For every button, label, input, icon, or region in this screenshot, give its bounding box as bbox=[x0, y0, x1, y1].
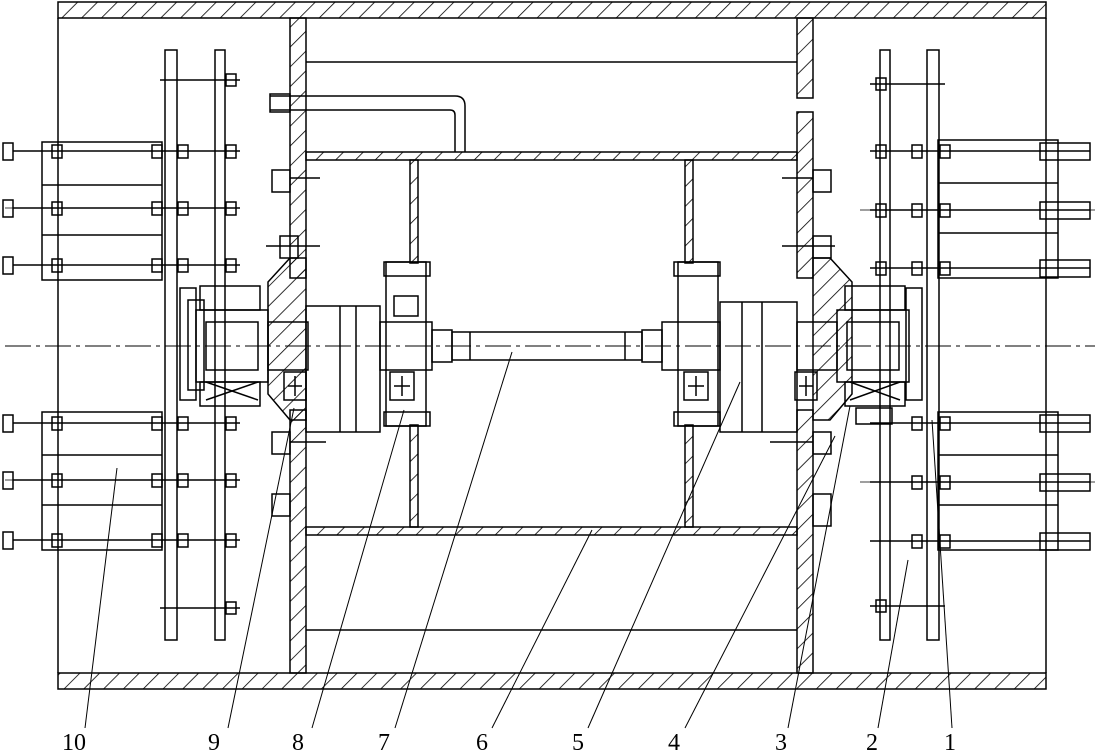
bolt bbox=[870, 259, 1091, 278]
part-number-labels: 10 9 8 7 6 5 4 3 2 1 bbox=[62, 730, 956, 753]
right-cylinder-top bbox=[937, 139, 1059, 279]
part-label-9: 9 bbox=[208, 730, 220, 753]
housing-frame bbox=[57, 1, 1047, 690]
part-label-5: 5 bbox=[572, 730, 584, 753]
left-cylinder-bottom bbox=[41, 411, 163, 551]
leader-7 bbox=[394, 351, 513, 729]
bolt bbox=[2, 531, 240, 550]
centre-lines bbox=[5, 207, 1095, 483]
bolt bbox=[2, 471, 240, 490]
leader-9 bbox=[227, 407, 295, 729]
bolt bbox=[2, 256, 240, 275]
right-wall bbox=[796, 17, 814, 674]
right-flange bbox=[812, 257, 853, 421]
leader-10 bbox=[84, 467, 118, 729]
right-gear-housing bbox=[836, 285, 910, 425]
bolt bbox=[870, 201, 1091, 220]
part-label-1: 1 bbox=[944, 730, 956, 753]
leader-3 bbox=[787, 405, 851, 729]
bolt bbox=[870, 532, 1091, 551]
pipe bbox=[269, 93, 466, 152]
right-cylinder-bottom bbox=[937, 411, 1059, 551]
bolt bbox=[2, 199, 240, 218]
right-bolts bbox=[870, 77, 1091, 613]
leader-5 bbox=[587, 381, 741, 729]
part-label-8: 8 bbox=[292, 730, 304, 753]
wall-bolts bbox=[266, 169, 835, 527]
leader-6 bbox=[491, 529, 593, 729]
bolt bbox=[870, 414, 1091, 433]
part-label-6: 6 bbox=[476, 730, 488, 753]
left-flange bbox=[267, 257, 307, 421]
left-plate-stack bbox=[164, 49, 226, 641]
leader-2 bbox=[877, 559, 909, 729]
left-bolts bbox=[2, 73, 240, 615]
bolt bbox=[870, 142, 1091, 161]
right-plate-stack bbox=[879, 49, 940, 641]
bolt bbox=[2, 142, 240, 161]
part-label-3: 3 bbox=[775, 730, 787, 753]
leader-lines bbox=[84, 351, 953, 729]
part-label-2: 2 bbox=[866, 730, 878, 753]
left-wall bbox=[289, 17, 307, 674]
bolt bbox=[870, 473, 1091, 492]
part-label-7: 7 bbox=[378, 730, 390, 753]
leader-4 bbox=[684, 435, 836, 729]
part-label-10: 10 bbox=[62, 730, 86, 753]
leader-8 bbox=[311, 409, 405, 729]
leader-1 bbox=[931, 419, 953, 729]
bolt bbox=[2, 414, 240, 433]
right-bearing bbox=[673, 261, 721, 427]
part-label-4: 4 bbox=[668, 730, 680, 753]
left-bearing bbox=[383, 261, 431, 427]
inner-frame bbox=[305, 61, 798, 631]
